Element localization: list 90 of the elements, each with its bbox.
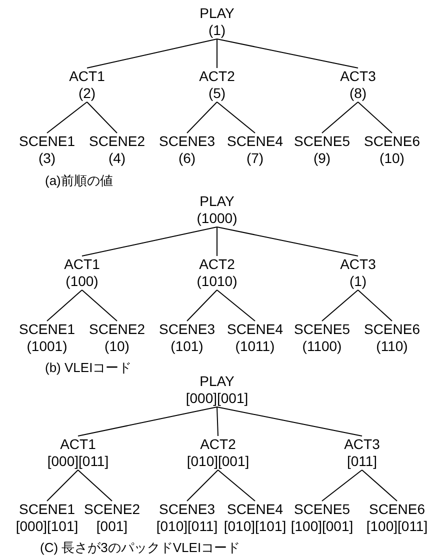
node-value: (1100)	[302, 338, 342, 355]
figure-caption: (b) VLEIコード	[45, 359, 132, 377]
node-value: (1)	[349, 273, 367, 290]
node-value: [100][001]	[290, 518, 354, 535]
node-name: PLAY	[200, 373, 234, 390]
node-value: (1001)	[26, 338, 68, 355]
tree-line	[46, 102, 88, 134]
node-value: (4)	[108, 150, 126, 167]
node-name: ACT3	[344, 436, 380, 453]
node-name: SCENE5	[294, 133, 350, 150]
tree-line	[218, 470, 256, 502]
node-value: [010][101]	[224, 518, 286, 535]
tree-line	[322, 470, 362, 502]
node-name: SCENE3	[158, 321, 216, 338]
node-value: (5)	[208, 85, 226, 102]
tree-line	[46, 290, 82, 322]
tree-line	[86, 102, 118, 134]
node-value: (1)	[208, 22, 226, 39]
tree-line	[78, 470, 112, 502]
node-name: SCENE5	[294, 321, 350, 338]
node-value: [000][011]	[47, 453, 109, 470]
tree-line	[362, 470, 398, 502]
node-name: SCENE6	[368, 501, 426, 518]
node-value: [001]	[96, 518, 128, 535]
tree-line	[82, 226, 218, 256]
tree-line	[216, 406, 362, 436]
node-value: (3)	[38, 150, 56, 167]
node-value: [000][001]	[186, 390, 248, 407]
node-name: SCENE1	[18, 321, 76, 338]
tree-line	[216, 406, 218, 436]
node-name: ACT3	[340, 256, 376, 273]
node-name: ACT1	[69, 68, 105, 85]
node-name: ACT2	[200, 436, 236, 453]
node-value: (9)	[313, 150, 331, 167]
node-value: (8)	[349, 85, 367, 102]
node-value: [010][001]	[186, 453, 250, 470]
node-name: SCENE2	[88, 321, 146, 338]
node-value: (6)	[178, 150, 196, 167]
tree-line	[216, 226, 218, 256]
node-name: SCENE3	[158, 501, 216, 518]
tree-line	[186, 102, 218, 134]
node-value: [100][011]	[366, 518, 428, 535]
node-name: PLAY	[200, 193, 234, 210]
node-value: (10)	[104, 338, 130, 355]
tree-line	[78, 406, 218, 436]
node-value: (2)	[78, 85, 96, 102]
node-value: (7)	[246, 150, 264, 167]
node-name: SCENE1	[18, 133, 76, 150]
node-name: SCENE5	[294, 501, 350, 518]
tree-line	[186, 290, 218, 322]
node-name: SCENE4	[226, 501, 284, 518]
tree-line	[86, 38, 218, 68]
node-value: (101)	[170, 338, 204, 355]
node-name: ACT1	[60, 436, 96, 453]
node-name: SCENE2	[84, 501, 140, 518]
node-name: SCENE4	[226, 321, 284, 338]
node-value: (110)	[376, 338, 408, 355]
node-value: (1000)	[196, 210, 238, 227]
node-name: SCENE2	[88, 133, 146, 150]
tree-line	[216, 226, 358, 256]
node-name: SCENE6	[364, 133, 420, 150]
tree-line	[216, 102, 256, 134]
node-name: ACT3	[340, 68, 376, 85]
node-name: ACT1	[64, 256, 100, 273]
figure-caption: (C) 長さが3のパックドVLEIコード	[40, 539, 240, 557]
node-name: SCENE1	[18, 501, 76, 518]
node-value: [010][011]	[156, 518, 218, 535]
node-value: (1011)	[235, 338, 275, 355]
tree-line	[216, 290, 256, 322]
tree-line	[216, 38, 358, 68]
node-name: ACT2	[199, 256, 235, 273]
node-value: (10)	[380, 150, 404, 167]
tree-line	[46, 470, 78, 502]
tree-line	[322, 290, 358, 322]
figure-caption: (a)前順の値	[45, 172, 113, 190]
tree-line	[186, 470, 218, 502]
node-value: (1010)	[196, 273, 238, 290]
tree-line	[322, 102, 358, 134]
node-value: [011]	[346, 453, 378, 470]
node-name: PLAY	[200, 5, 234, 22]
node-name: SCENE6	[364, 321, 420, 338]
tree-line	[82, 290, 118, 322]
node-name: ACT2	[199, 68, 235, 85]
node-value: (100)	[66, 273, 98, 290]
tree-line	[358, 290, 392, 322]
node-name: SCENE3	[158, 133, 216, 150]
tree-line	[216, 38, 218, 68]
node-name: SCENE4	[226, 133, 284, 150]
tree-line	[358, 102, 392, 134]
node-value: [000][101]	[16, 518, 78, 535]
